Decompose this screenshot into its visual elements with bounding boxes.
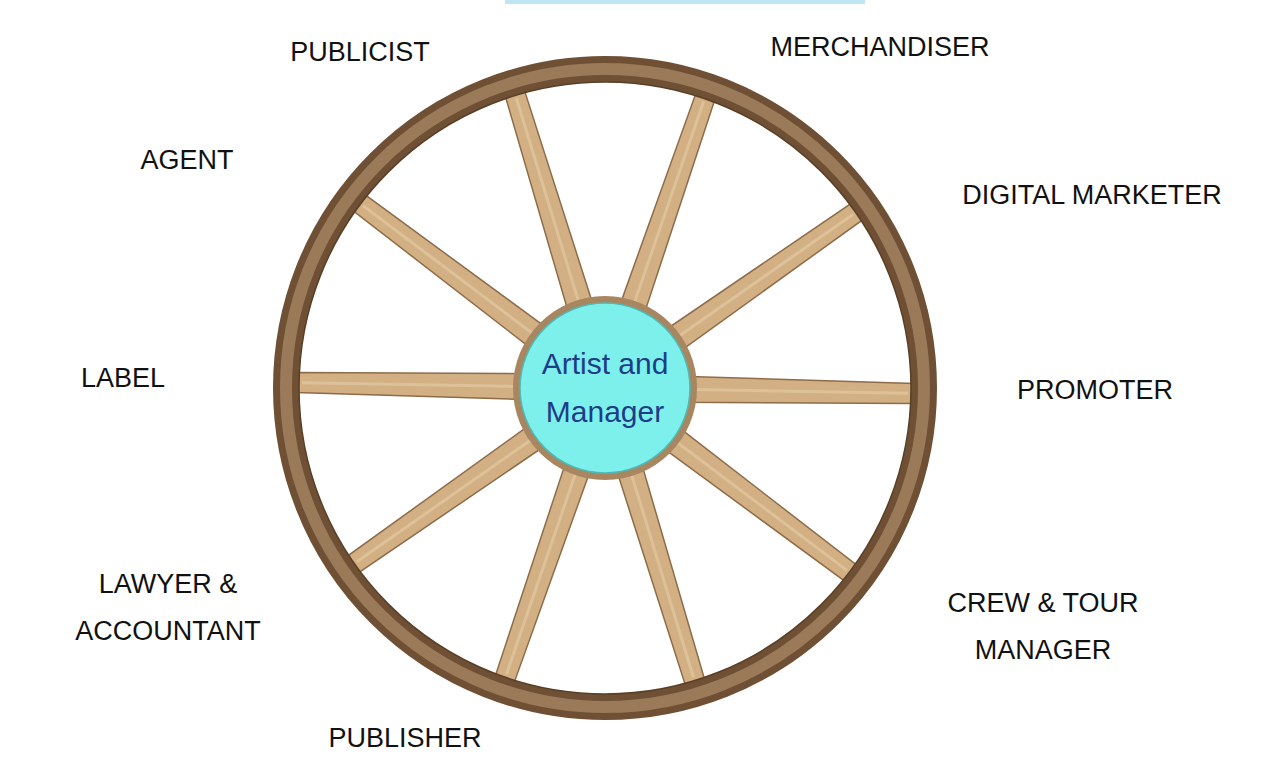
wheel-spoke [681,376,914,403]
wheel-rim-edge [299,82,911,694]
wheel-spoke [352,194,552,353]
top-bar [505,0,865,4]
role-label: LABEL [81,355,165,402]
hub-circle: Artist and Manager [519,302,691,474]
wheel-spoke [296,373,529,400]
hub-text: Artist and Manager [530,340,680,436]
wheel-rim [286,69,924,707]
wheel-spoke [617,93,715,321]
role-label: LAWYER & ACCOUNTANT [43,561,293,655]
wheel-spoke [658,423,858,582]
role-label: PUBLICIST [290,29,430,76]
role-label: AGENT [140,137,233,184]
wheel-spoke [346,421,550,573]
wheel-spoke [615,457,705,687]
role-label: PUBLISHER [328,715,481,762]
wheel-illustration [286,69,924,707]
wheel-hub-ring [513,296,697,480]
role-label: CREW & TOUR MANAGER [918,580,1168,674]
role-label: DIGITAL MARKETER [962,172,1222,219]
wheel-spoke [495,456,593,684]
role-label: PROMOTER [1017,367,1173,414]
wheel-rim-inner [286,69,924,707]
wheel-spoke [660,203,864,355]
hub-circle-shape [519,302,691,474]
wheel-spoke [505,90,595,320]
role-label: MERCHANDISER [770,24,989,71]
